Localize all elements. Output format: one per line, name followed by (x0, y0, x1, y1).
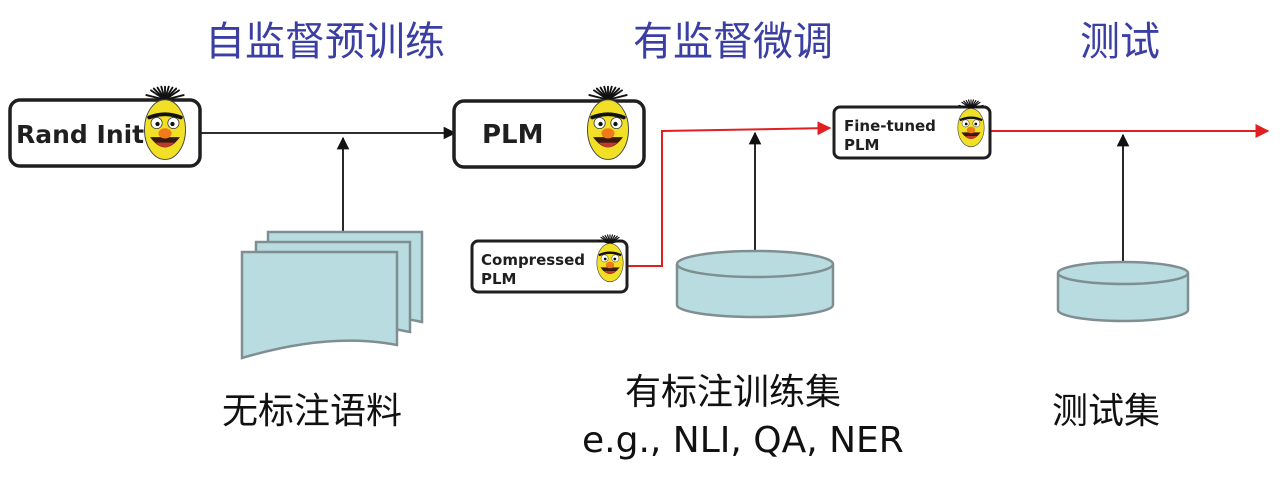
document-stack-icon (240, 230, 424, 360)
bert-avatar-icon (144, 87, 185, 160)
node-compressed-label-line2: PLM (481, 270, 516, 288)
node-plm: PLM (452, 87, 646, 169)
node-finetuned-label-line2: PLM (844, 136, 879, 154)
stage-title-test: 测试 (1080, 19, 1160, 65)
node-rand-init: Rand Init (8, 87, 202, 168)
arrow-compressed-to-finetuned (627, 121, 832, 267)
node-rand-init-label: Rand Init (16, 120, 144, 149)
database-cylinder-icon (675, 249, 835, 319)
bert-avatar-icon (587, 87, 628, 160)
node-finetuned-label-line1: Fine-tuned (844, 117, 936, 135)
node-finetuned-plm: Fine-tuned PLM (832, 98, 992, 160)
node-compressed-label-line1: Compressed (481, 251, 585, 269)
caption-test-set: 测试集 (1052, 391, 1160, 432)
stage-title-finetune: 有监督微调 (633, 19, 833, 65)
node-compressed-plm: Compressed PLM (470, 233, 629, 294)
stage-title-pretrain: 自监督预训练 (205, 19, 445, 65)
database-cylinder-icon (1056, 260, 1190, 323)
caption-labeled-train-set: 有标注训练集 (625, 372, 841, 413)
caption-task-examples: e.g., NLI, QA, NER (582, 420, 904, 461)
caption-unlabeled-corpus: 无标注语料 (222, 391, 402, 432)
node-plm-label: PLM (482, 120, 544, 150)
